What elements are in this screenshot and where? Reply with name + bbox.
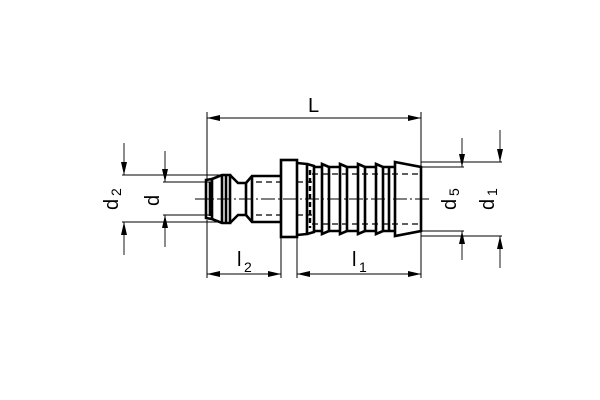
label-d5-sub: 5 (446, 188, 462, 196)
hose-barb (296, 160, 423, 238)
label-d1-sub: 1 (484, 188, 500, 196)
label-d5: d (439, 199, 461, 210)
plug-body (204, 173, 282, 225)
label-l1-sub: 1 (359, 259, 367, 275)
label-d1: d (477, 199, 499, 210)
flange (279, 158, 299, 239)
dimension-d: d (142, 151, 212, 247)
label-L: L (308, 95, 319, 117)
dimension-d1: d 1 (421, 130, 503, 268)
dimension-l2: l 2 (206, 220, 282, 278)
label-l2: l (237, 249, 241, 271)
label-l2-sub: 2 (244, 259, 252, 275)
label-l1: l (352, 249, 356, 271)
label-d2: d (101, 199, 123, 210)
dimension-d2: d 2 (101, 143, 222, 255)
dimension-l1: l 1 (296, 231, 422, 278)
dimension-L: L (206, 95, 422, 180)
label-d: d (142, 195, 164, 206)
label-d2-sub: 2 (108, 188, 124, 196)
